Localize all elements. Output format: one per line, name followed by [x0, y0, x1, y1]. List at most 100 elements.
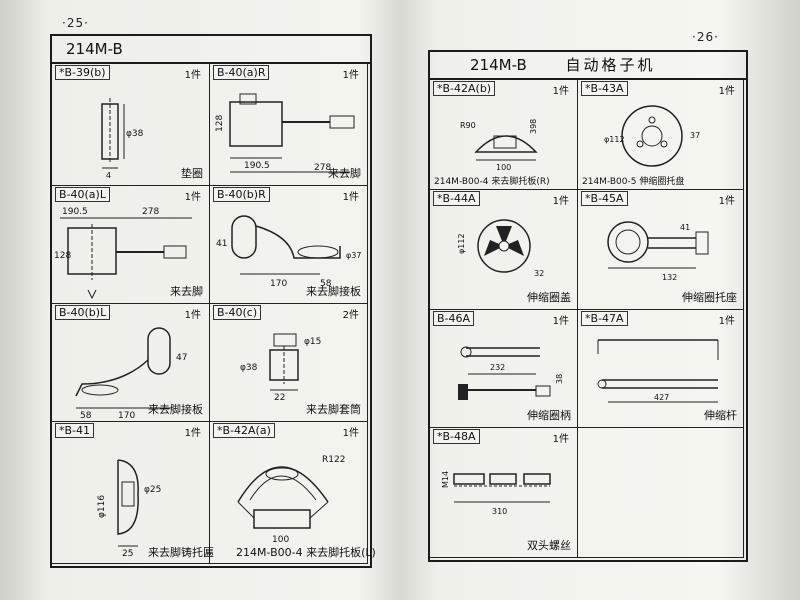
empty-cell — [578, 428, 744, 558]
dimension-label: φ38 — [126, 129, 144, 139]
dimension-label: φ112 — [457, 233, 466, 254]
dimension-label: φ112 — [604, 135, 625, 144]
part-name: 214M-B00-4 来去脚托板(R) — [434, 177, 550, 187]
part-code: *B-41 — [55, 423, 95, 438]
part-cell: *B-43A 1件 φ112 37 214M-B00-5 伸缩圈托盘 — [578, 80, 744, 190]
part-name: 214M-B00-5 伸缩圈托盘 — [582, 177, 685, 187]
part-name: 伸缩圈柄 — [527, 409, 571, 422]
dimension-label: 37 — [690, 131, 700, 140]
dimension-label: φ37 — [346, 251, 361, 260]
dimension-label: φ116 — [97, 495, 107, 518]
dimension-label: 47 — [176, 353, 187, 363]
dimension-label: R90 — [460, 121, 476, 130]
dimension-label: R122 — [322, 455, 345, 465]
part-name: 来去脚 — [170, 285, 203, 298]
dimension-label: M14 — [441, 471, 450, 488]
part-cell: *B-47A 1件 427 伸缩杆 — [578, 310, 744, 428]
dimension-label: 278 — [314, 163, 331, 173]
part-name: 垫圈 — [181, 167, 203, 180]
part-name: 伸缩杆 — [704, 409, 737, 422]
left-page-footnote: 来去脚铸托匾 — [148, 546, 214, 559]
dimension-label: 100 — [496, 163, 511, 172]
part-name: 伸缩圈盖 — [527, 291, 571, 304]
dimension-label: 38 — [555, 374, 564, 384]
dimension-label: 170 — [118, 411, 135, 421]
connecting-plate-drawing: 41 170 58 φ37 — [216, 215, 361, 289]
right-page-frame: 214M-B 自动格子机 *B-42A(b) 1件 R90 398 100 21… — [428, 50, 748, 562]
part-code: *B-39(b) — [55, 65, 110, 80]
stud-bolt-drawing: M14 310 — [441, 471, 551, 516]
part-quantity: 1件 — [552, 196, 569, 207]
left-page-frame: 214M-B *B-39(b) 1件 φ38 4 垫圈 B-40(a)R 1件 — [50, 34, 376, 568]
part-code: B-40(c) — [213, 305, 262, 320]
dimension-label: 100 — [272, 535, 289, 545]
part-cell: B-46A 1件 232 38 伸缩圈柄 — [430, 310, 578, 428]
machine-title: 自动格子机 — [565, 56, 656, 74]
part-code: B-40(a)R — [213, 65, 270, 80]
part-code: *B-42A(b) — [433, 81, 496, 96]
part-cell: B-40(b)L 1件 47 58 170 来去脚接板 — [52, 304, 210, 422]
part-quantity: 1件 — [184, 192, 201, 203]
support-plate-drawing: R90 398 100 — [460, 119, 538, 172]
dimension-label: 170 — [270, 279, 287, 289]
part-code: *B-45A — [581, 191, 628, 206]
part-cell: B-40(b)R 1件 41 170 58 φ37 来去脚接板 — [210, 186, 368, 304]
part-quantity: 1件 — [718, 316, 735, 327]
right-page-header: 214M-B 自动格子机 — [430, 52, 746, 80]
dimension-label: 128 — [54, 251, 71, 261]
part-quantity: 1件 — [342, 192, 359, 203]
dimension-label: 22 — [274, 393, 285, 403]
part-quantity: 1件 — [342, 70, 359, 81]
part-cell: B-40(a)R 1件 128 190.5 278 来去脚 — [210, 64, 368, 186]
part-quantity: 1件 — [184, 310, 201, 321]
dimension-label: 41 — [680, 223, 690, 232]
part-quantity: 1件 — [184, 70, 201, 81]
part-code: B-46A — [433, 311, 475, 326]
left-page-number: ·25· — [62, 16, 89, 30]
part-cell: *B-48A 1件 M14 310 双头螺丝 — [430, 428, 578, 558]
dimension-label: 278 — [142, 207, 159, 217]
part-quantity: 1件 — [184, 428, 201, 439]
part-code: *B-43A — [581, 81, 628, 96]
part-code: B-40(b)R — [213, 187, 270, 202]
part-cell: *B-41 1件 φ116 φ25 25 — [52, 422, 210, 564]
part-name: 来去脚 — [328, 167, 361, 180]
part-code: *B-48A — [433, 429, 480, 444]
dimension-label: 232 — [490, 363, 505, 372]
dimension-label: 310 — [492, 507, 507, 516]
part-cell: B-40(a)L 1件 190.5 278 128 来去脚 — [52, 186, 210, 304]
dimension-label: 190.5 — [62, 207, 88, 217]
part-quantity: 1件 — [718, 86, 735, 97]
left-page-footnote-2: 214M-B00-4 来去脚托板(L) — [236, 546, 376, 559]
model-label: 214M-B — [470, 56, 527, 74]
part-code: *B-44A — [433, 191, 480, 206]
swing-arm-drawing: 128 190.5 278 — [215, 93, 355, 173]
dimension-label: 41 — [216, 239, 227, 249]
support-plate-drawing: R122 100 — [237, 455, 345, 545]
sleeve-drawing: φ38 φ15 22 — [240, 333, 321, 403]
cover-drawing: φ112 32 — [457, 219, 544, 278]
rod-drawing: 427 — [597, 339, 719, 403]
part-quantity: 1件 — [552, 434, 569, 445]
part-quantity: 1件 — [552, 316, 569, 327]
handle-drawing: 232 38 — [458, 346, 564, 400]
part-quantity: 1件 — [718, 196, 735, 207]
dimension-label: 25 — [122, 549, 133, 559]
dimension-label: 128 — [215, 115, 225, 132]
part-cell: *B-44A 1件 φ112 32 伸缩圈盖 — [430, 190, 578, 310]
right-page-number: ·26· — [692, 30, 719, 44]
part-name: 伸缩圈托座 — [682, 291, 737, 304]
dimension-label: 190.5 — [244, 161, 270, 171]
swing-arm-drawing: 190.5 278 128 — [54, 207, 192, 300]
dimension-label: 4 — [106, 171, 111, 180]
dimension-label: φ38 — [240, 363, 258, 373]
part-name: 来去脚套筒 — [306, 403, 361, 416]
part-name: 来去脚接板 — [148, 403, 203, 416]
part-cell: *B-39(b) 1件 φ38 4 垫圈 — [52, 64, 210, 186]
part-cell: *B-42A(b) 1件 R90 398 100 214M-B00-4 来去脚托… — [430, 80, 578, 190]
tray-drawing: φ112 37 — [604, 105, 700, 167]
part-quantity: 1件 — [342, 428, 359, 439]
part-cell: B-40(c) 2件 φ38 φ15 22 来去脚套筒 — [210, 304, 368, 422]
dimension-label: φ15 — [304, 337, 321, 347]
washer-drawing: φ38 4 — [101, 98, 144, 180]
